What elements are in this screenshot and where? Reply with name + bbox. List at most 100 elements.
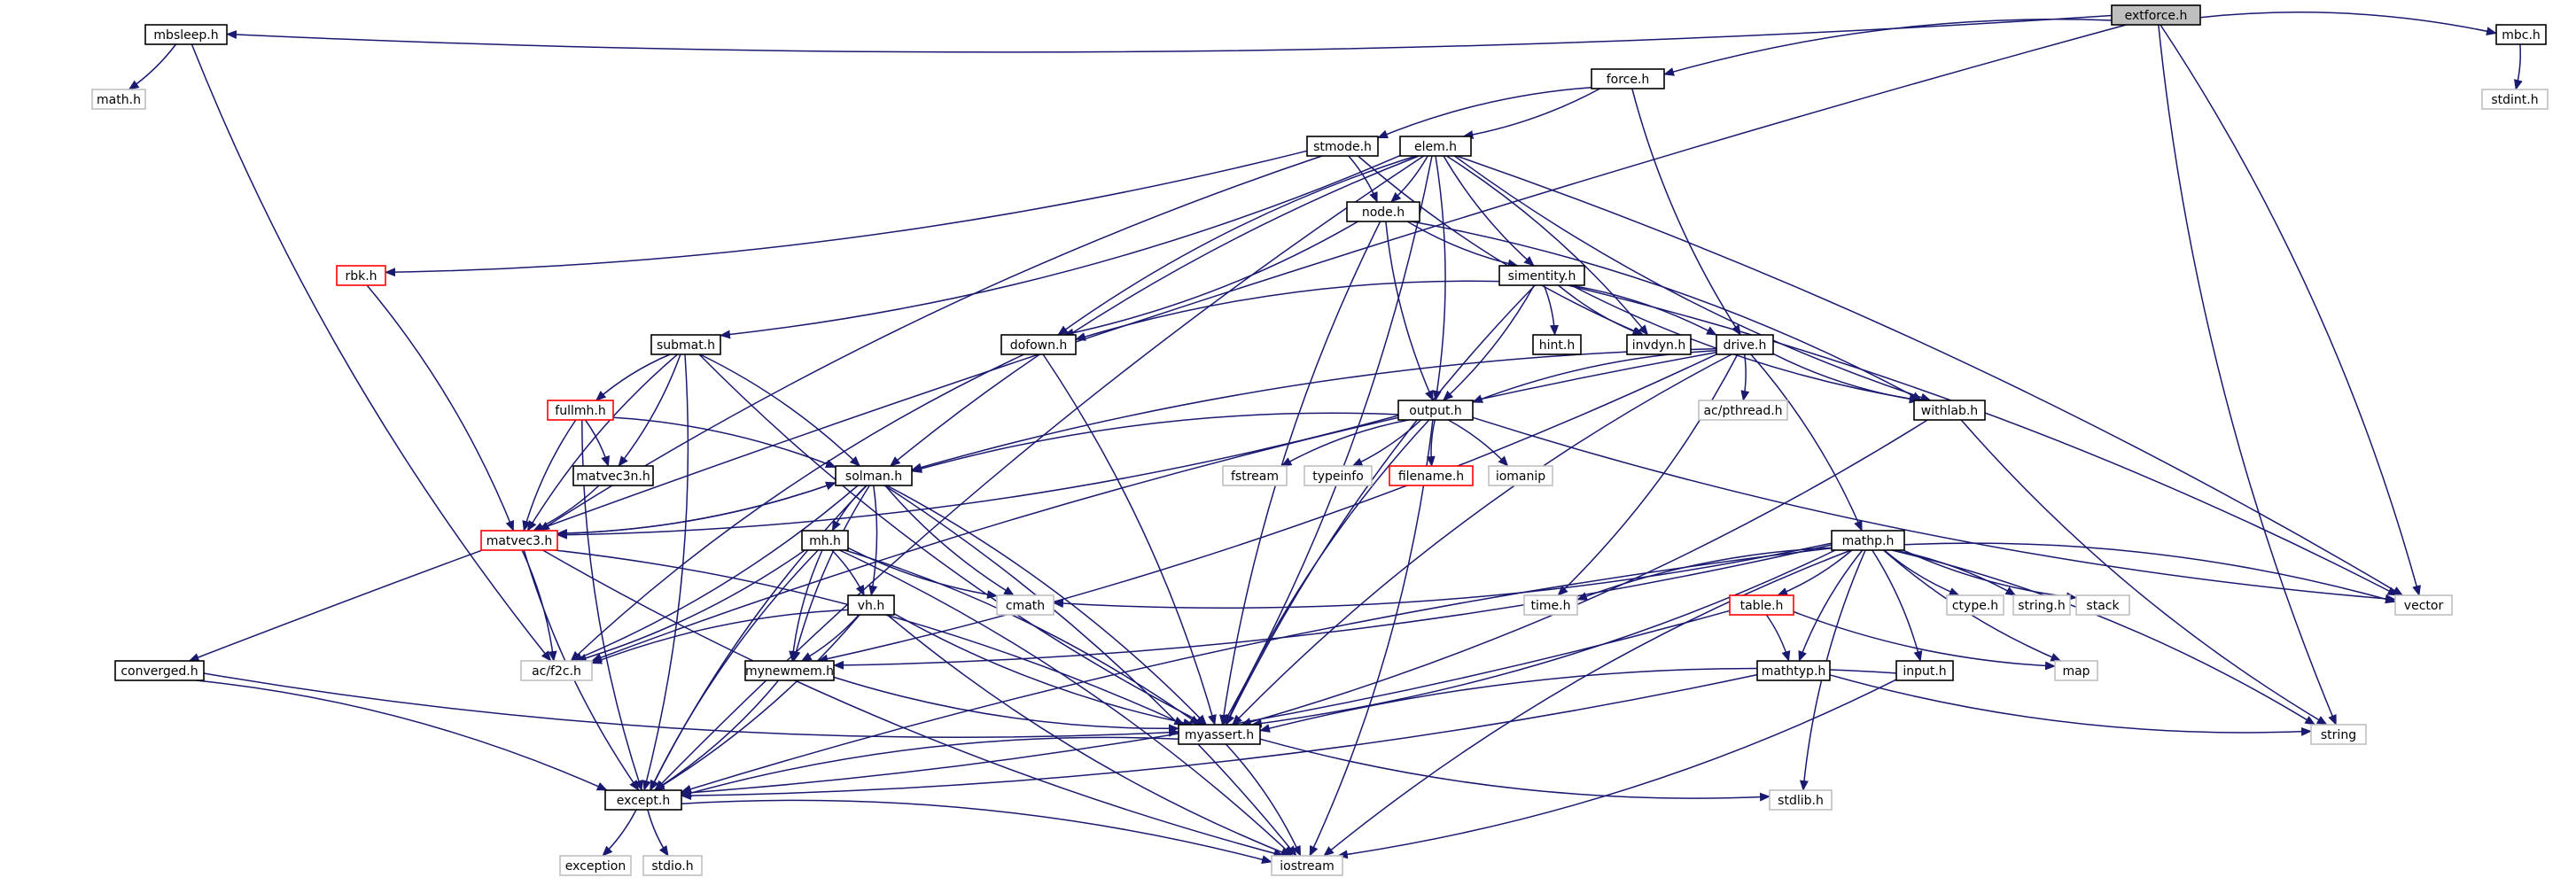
node-box-stack xyxy=(2075,594,2130,616)
node-submat[interactable]: submat.h xyxy=(650,334,721,355)
edge-mathp-to-except xyxy=(681,547,1833,794)
node-label-withlab: withlab.h xyxy=(1921,404,1978,418)
node-solman[interactable]: solman.h xyxy=(835,465,913,486)
edge-mbc-to-stdint xyxy=(2514,43,2523,90)
node-string: string xyxy=(2310,724,2367,745)
node-label-stringh: string.h xyxy=(2018,599,2066,613)
edge-elem-to-withlab xyxy=(1453,155,1932,402)
node-fullmh[interactable]: fullmh.h xyxy=(547,400,614,421)
node-rbk[interactable]: rbk.h xyxy=(336,265,386,286)
node-simentity[interactable]: simentity.h xyxy=(1498,265,1585,286)
node-myassert[interactable]: myassert.h xyxy=(1178,724,1261,745)
edge-withlab-to-string xyxy=(1960,419,2328,726)
node-label-stdlib: stdlib.h xyxy=(1778,794,1824,808)
node-matvec3n[interactable]: matvec3n.h xyxy=(572,465,654,486)
node-mbc[interactable]: mbc.h xyxy=(2495,24,2547,45)
node-box-hint xyxy=(1532,334,1582,355)
node-label-except: except.h xyxy=(617,794,670,808)
node-invdyn[interactable]: invdyn.h xyxy=(1626,334,1692,355)
node-mathtyp[interactable]: mathtyp.h xyxy=(1756,660,1831,681)
node-extforce[interactable]: extforce.h xyxy=(2111,4,2201,26)
node-box-rbk xyxy=(336,265,386,286)
edge-output-to-matvec3 xyxy=(556,415,1399,540)
node-filename[interactable]: filename.h xyxy=(1389,465,1474,486)
node-stdio: stdio.h xyxy=(642,855,703,876)
node-except[interactable]: except.h xyxy=(604,789,682,811)
node-label-string: string xyxy=(2321,728,2356,742)
node-mynewmem[interactable]: mynewmem.h xyxy=(744,660,835,681)
node-box-fullmh xyxy=(547,400,614,421)
node-stmode[interactable]: stmode.h xyxy=(1306,136,1379,157)
edge-vh-to-iostream xyxy=(886,614,1292,857)
node-dofown[interactable]: dofown.h xyxy=(1000,334,1077,355)
node-hint[interactable]: hint.h xyxy=(1532,334,1582,355)
edge-elem-to-vector xyxy=(1456,155,2404,596)
edge-drive-to-myassert xyxy=(1232,353,1732,726)
node-label-mathtyp: mathtyp.h xyxy=(1762,664,1826,679)
edge-drive-to-solman xyxy=(911,348,1717,472)
edge-mh-to-iostream xyxy=(838,549,1294,857)
node-stack: stack xyxy=(2075,594,2130,616)
node-converged[interactable]: converged.h xyxy=(114,660,205,681)
node-box-acf2c xyxy=(520,660,593,681)
edge-solman-to-mynewmem xyxy=(791,485,870,662)
node-box-stdio xyxy=(642,855,703,876)
node-mathh: math.h xyxy=(91,89,146,110)
edge-output-to-solman xyxy=(911,412,1399,473)
edge-node-to-simentity xyxy=(1406,221,1519,268)
edge-elem-to-submat xyxy=(720,154,1401,339)
node-box-ctype xyxy=(1946,594,2004,616)
node-box-mathh xyxy=(91,89,146,110)
edge-mh-to-mynewmem xyxy=(789,549,823,662)
edge-solman-to-cmath xyxy=(884,485,1015,596)
edge-solman-to-myassert xyxy=(886,485,1207,726)
node-label-force: force.h xyxy=(1607,73,1650,87)
node-box-extforce xyxy=(2111,4,2201,26)
node-input[interactable]: input.h xyxy=(1895,660,1954,681)
node-iostream: iostream xyxy=(1271,855,1343,876)
edge-output-to-vector xyxy=(1472,416,2396,603)
node-mh[interactable]: mh.h xyxy=(801,530,849,551)
edge-submat-to-fullmh xyxy=(595,353,671,401)
node-label-mynewmem: mynewmem.h xyxy=(745,664,834,679)
node-vh[interactable]: vh.h xyxy=(847,594,895,616)
edge-force-to-elem xyxy=(1462,88,1600,139)
node-iomanip: iomanip xyxy=(1488,465,1553,486)
edge-extforce-to-mbc xyxy=(2199,12,2497,36)
node-force[interactable]: force.h xyxy=(1591,68,1665,89)
node-stdlib: stdlib.h xyxy=(1769,789,1833,811)
edge-mathp-to-timeh xyxy=(1576,547,1833,601)
node-box-matvec3n xyxy=(572,465,654,486)
node-label-elem: elem.h xyxy=(1414,140,1457,154)
node-box-stdint xyxy=(2481,89,2549,110)
node-typeinfo: typeinfo xyxy=(1304,465,1373,486)
edge-extforce-to-mbsleep xyxy=(226,14,2113,53)
node-mbsleep[interactable]: mbsleep.h xyxy=(144,24,228,45)
node-box-mathtyp xyxy=(1756,660,1831,681)
node-label-fullmh: fullmh.h xyxy=(555,404,605,418)
edge-drive-to-withlab xyxy=(1772,353,1920,404)
node-box-mathp xyxy=(1831,530,1905,551)
node-elem[interactable]: elem.h xyxy=(1399,136,1472,157)
edge-fullmh-to-matvec3 xyxy=(522,419,577,532)
edge-except-to-stdio xyxy=(647,809,669,857)
node-drive[interactable]: drive.h xyxy=(1716,334,1774,355)
edge-elem-to-output xyxy=(1432,155,1446,401)
edge-rbk-to-matvec3 xyxy=(366,284,515,532)
node-map: map xyxy=(2054,660,2098,681)
node-output[interactable]: output.h xyxy=(1397,400,1474,421)
edge-force-to-stmode xyxy=(1377,86,1592,139)
edge-mh-to-acf2c xyxy=(575,549,805,663)
node-mathp[interactable]: mathp.h xyxy=(1831,530,1905,551)
edge-extforce-to-vector xyxy=(2160,24,2421,596)
node-box-stmode xyxy=(1306,136,1379,157)
edge-output-to-fstream xyxy=(1280,419,1409,467)
node-withlab[interactable]: withlab.h xyxy=(1913,400,1986,421)
edge-myassert-to-iostream xyxy=(1225,743,1302,857)
node-table[interactable]: table.h xyxy=(1729,594,1794,616)
node-node[interactable]: node.h xyxy=(1346,201,1420,222)
node-matvec3[interactable]: matvec3.h xyxy=(480,530,558,551)
edge-submat-to-matvec3 xyxy=(526,353,679,532)
edge-submat-to-matvec3n xyxy=(618,353,681,467)
edge-mathp-to-myassert xyxy=(1250,549,1836,728)
